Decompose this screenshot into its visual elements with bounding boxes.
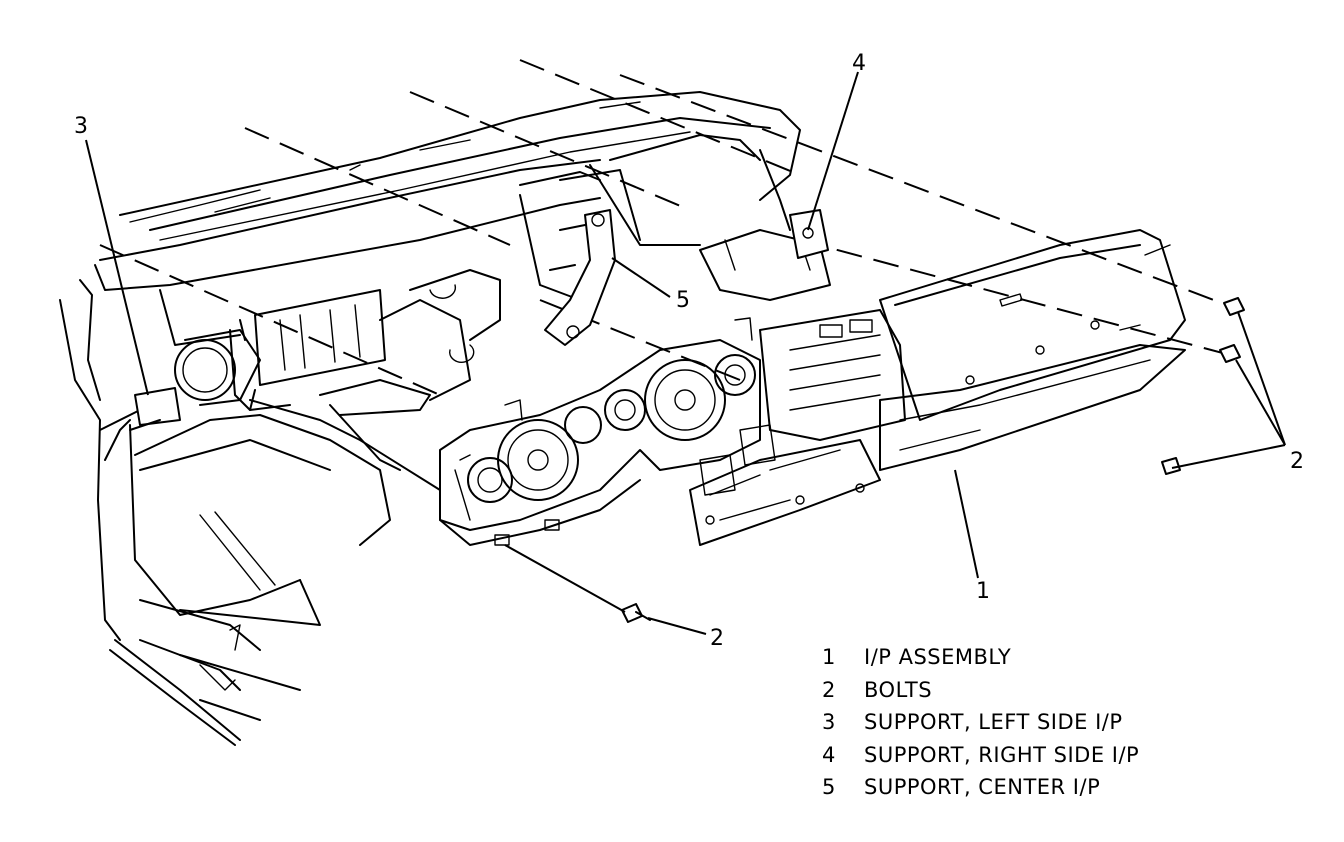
parts-legend: 1 I/P ASSEMBLY 2 BOLTS 3 SUPPORT, LEFT SIDE… bbox=[822, 641, 1139, 804]
legend-item: 3 SUPPORT, LEFT SIDE I/P bbox=[822, 706, 1139, 739]
center-support-bracket bbox=[544, 209, 616, 346]
callout-2-lower: 2 bbox=[710, 626, 724, 651]
legend-text: SUPPORT, CENTER I/P bbox=[864, 775, 1101, 799]
bolts bbox=[621, 297, 1245, 623]
bolt-right-lower bbox=[1161, 457, 1181, 475]
bolt-lower-center bbox=[621, 603, 651, 623]
bolt-right-upper bbox=[1223, 297, 1245, 316]
callout-1: 1 bbox=[976, 579, 990, 604]
legend-item: 5 SUPPORT, CENTER I/P bbox=[822, 771, 1139, 804]
left-side-support-bracket bbox=[129, 387, 181, 431]
callout-leader-lines bbox=[85, 71, 1286, 635]
ip-assembly bbox=[439, 229, 1186, 546]
right-side-support-bracket bbox=[789, 209, 829, 259]
legend-number: 2 bbox=[822, 677, 836, 702]
legend-item: 2 BOLTS bbox=[822, 674, 1139, 707]
legend-text: SUPPORT, LEFT SIDE I/P bbox=[864, 710, 1123, 734]
vehicle-body-structure bbox=[59, 91, 831, 746]
callout-3: 3 bbox=[74, 114, 88, 139]
legend-text: SUPPORT, RIGHT SIDE I/P bbox=[864, 742, 1140, 767]
alignment-dashed-lines bbox=[99, 59, 1241, 396]
legend-number: 4 bbox=[822, 742, 836, 767]
legend-text: I/P ASSEMBLY bbox=[864, 645, 1012, 669]
callout-2-right: 2 bbox=[1290, 449, 1304, 474]
callout-numbers: 1 2 2 3 4 5 bbox=[74, 51, 1304, 651]
bolt-right-middle bbox=[1219, 344, 1241, 363]
legend-text: BOLTS bbox=[864, 677, 933, 702]
legend-item: 1 I/P ASSEMBLY bbox=[822, 641, 1139, 674]
legend-number: 3 bbox=[822, 710, 836, 734]
callout-4: 4 bbox=[852, 51, 866, 76]
legend-item: 4 SUPPORT, RIGHT SIDE I/P bbox=[822, 739, 1139, 772]
legend-number: 1 bbox=[822, 645, 836, 669]
legend-number: 5 bbox=[822, 775, 836, 799]
callout-5: 5 bbox=[676, 288, 690, 313]
